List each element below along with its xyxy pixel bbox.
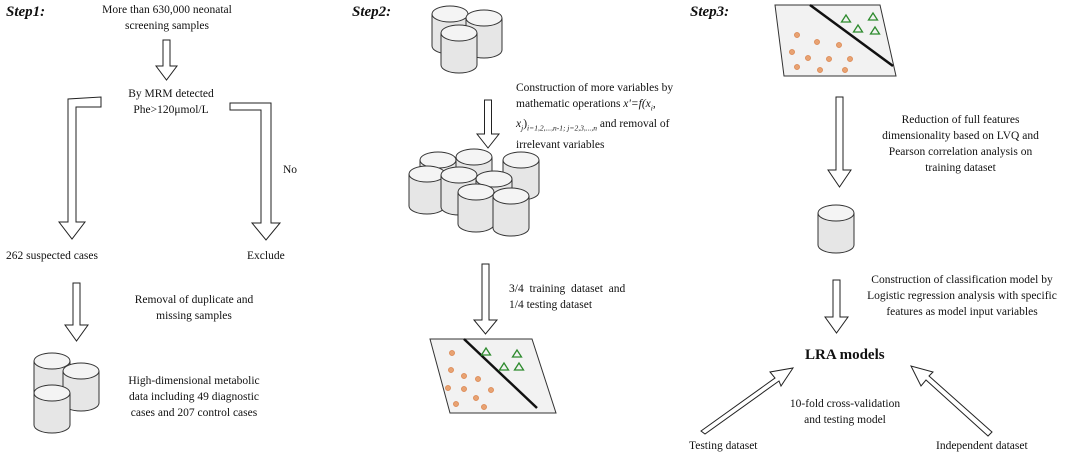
samples-line-2: screening samples xyxy=(125,20,209,32)
classification-text: Construction of classification model by … xyxy=(853,272,1071,320)
formula-index-range: i=1,2,...,n-1; j=2,3,...,n xyxy=(527,123,597,133)
arrow-independent-dataset xyxy=(910,365,993,437)
detection-line-1: By MRM detected xyxy=(128,88,214,100)
construction-line-3-rest: and removal of xyxy=(596,118,670,131)
reduction-text: Reduction of full features dimensionalit… xyxy=(873,112,1048,176)
split-text: 3/4 training dataset and 1/4 testing dat… xyxy=(509,281,625,313)
arrow-step3-reduction xyxy=(827,96,852,188)
database-cylinders-middle xyxy=(408,148,540,237)
removal-line-2: missing samples xyxy=(156,310,232,322)
reduction-line-2: dimensionality based on LVQ and xyxy=(882,130,1039,142)
metabolic-line-1: High-dimensional metabolic xyxy=(128,375,260,387)
validation-line-1: 10-fold cross-validation xyxy=(789,398,901,410)
formula-var-x: x xyxy=(516,118,522,131)
formula-sub-j: j xyxy=(521,123,524,133)
removal-text: Removal of duplicate and missing samples xyxy=(119,292,269,324)
construction-line-4: irrelevant variables xyxy=(516,138,605,151)
formula-var: x'=f(x xyxy=(623,98,651,110)
independent-dataset-label: Independent dataset xyxy=(936,440,1028,452)
construction-line-2: mathematic operations x'=f(xi, xyxy=(516,96,673,116)
step3-label: Step3: xyxy=(690,4,730,20)
validation-text: 10-fold cross-validation and testing mod… xyxy=(785,396,905,428)
metabolic-data-text: High-dimensional metabolic data includin… xyxy=(119,373,269,421)
database-cylinders-top xyxy=(431,5,503,74)
arrow-detection-to-suspected xyxy=(57,96,102,240)
lra-models-label: LRA models xyxy=(805,347,885,363)
arrow-step3-classification xyxy=(824,279,849,334)
database-cylinder-step3 xyxy=(817,204,855,254)
classification-line-2: Logistic regression analysis with specif… xyxy=(867,290,1057,302)
exclude-label: Exclude xyxy=(247,250,285,262)
no-label: No xyxy=(283,164,298,176)
construction-line-1: Construction of more variables by xyxy=(516,82,674,94)
database-cylinders-step1 xyxy=(33,352,100,434)
removal-line-1: Removal of duplicate and xyxy=(134,294,254,306)
split-line-2: 1/4 testing dataset xyxy=(509,299,593,311)
arrow-detection-to-exclude xyxy=(229,102,282,241)
arrow-samples-to-detection xyxy=(155,39,178,81)
metabolic-line-2: data including 49 diagnostic xyxy=(129,391,259,403)
arrow-step2-split xyxy=(472,263,499,335)
step1-label: Step1: xyxy=(6,4,46,20)
arrow-testing-dataset xyxy=(700,367,795,435)
reduction-line-3: Pearson correlation analysis on xyxy=(888,146,1033,158)
formula-paren: ) xyxy=(523,118,528,131)
step2-label: Step2: xyxy=(352,4,392,20)
reduction-line-1: Reduction of full features xyxy=(901,114,1020,126)
reduction-line-4: training dataset xyxy=(925,162,996,174)
arrow-step2-variables xyxy=(476,99,500,149)
split-line-1: 3/4 training dataset and xyxy=(509,283,626,295)
validation-line-2: and testing model xyxy=(804,414,886,426)
arrow-suspected-to-removal xyxy=(64,282,89,342)
formula-sub-i: i xyxy=(650,103,653,113)
metabolic-line-3: cases and 207 control cases xyxy=(130,407,258,419)
formula-comma: , xyxy=(652,98,656,110)
construction-text: Construction of more variables by mathem… xyxy=(516,80,673,153)
samples-line-1: More than 630,000 neonatal xyxy=(102,4,232,16)
construction-line-2-prefix: mathematic operations xyxy=(516,98,624,110)
detection-text: By MRM detected Phe>120μmol/L xyxy=(116,86,226,118)
scatter-panel-step2 xyxy=(429,338,557,414)
suspected-cases: 262 suspected cases xyxy=(6,250,98,262)
testing-dataset-label: Testing dataset xyxy=(689,440,758,452)
detection-line-2: Phe>120μmol/L xyxy=(133,104,209,116)
classification-line-1: Construction of classification model by xyxy=(871,274,1053,286)
construction-line-3: xj)i=1,2,...,n-1; j=2,3,...,n and remova… xyxy=(516,116,673,136)
classification-line-3: features as model input variables xyxy=(886,306,1038,318)
samples-text: More than 630,000 neonatal screening sam… xyxy=(97,2,237,34)
scatter-panel-step3 xyxy=(774,3,897,77)
